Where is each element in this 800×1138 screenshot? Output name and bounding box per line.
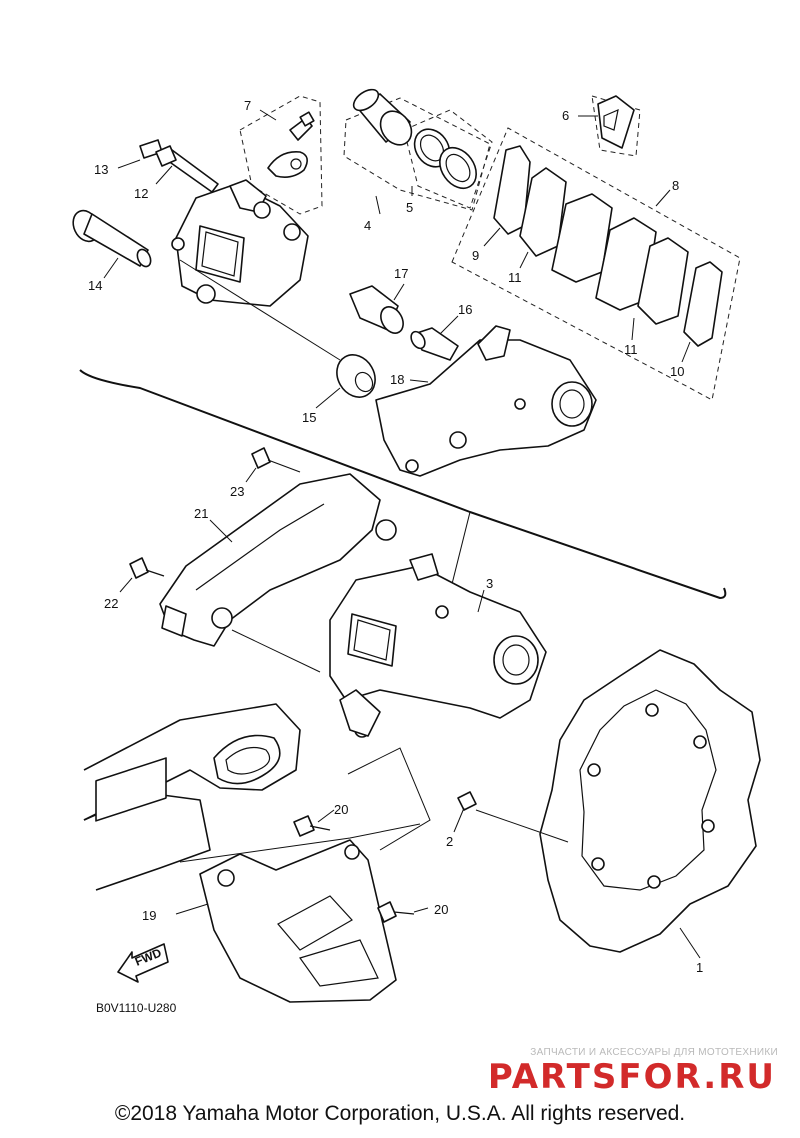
- callout-20b: 20: [434, 902, 448, 917]
- callout-22: 22: [104, 596, 118, 611]
- callout-5: 5: [406, 200, 413, 215]
- bleed-screw-set: [267, 111, 315, 178]
- callout-3: 3: [486, 576, 493, 591]
- diagram-code: B0V1110-U280: [96, 1001, 177, 1015]
- assembly-bracket: [79, 369, 727, 599]
- pad-spring: [597, 95, 635, 149]
- callout-1: 1: [696, 960, 703, 975]
- caliper-bracket-upper: [375, 325, 597, 477]
- callout-23: 23: [230, 484, 244, 499]
- callout-11b: 11: [624, 342, 638, 357]
- callout-13: 13: [94, 162, 108, 177]
- callout-8: 8: [672, 178, 679, 193]
- caliper-body-upper: [171, 179, 341, 361]
- callout-20a: 20: [334, 802, 348, 817]
- callout-leaders: [103, 109, 701, 959]
- caliper-bolt: [72, 209, 152, 268]
- pistons-and-seals: [352, 88, 477, 190]
- callout-7: 7: [244, 98, 251, 113]
- bushings-and-bolt: [336, 285, 459, 398]
- swingarm: [83, 703, 431, 891]
- callout-6: 6: [562, 108, 569, 123]
- callout-15: 15: [302, 410, 316, 425]
- bolts: [129, 447, 477, 923]
- group-box-4: [343, 97, 491, 211]
- callout-21: 21: [194, 506, 208, 521]
- callout-17: 17: [394, 266, 408, 281]
- callout-4: 4: [364, 218, 371, 233]
- callout-10: 10: [670, 364, 684, 379]
- group-box-5: [403, 109, 493, 209]
- copyright-notice: ©2018 Yamaha Motor Corporation, U.S.A. A…: [114, 1102, 686, 1125]
- callout-11a: 11: [508, 270, 522, 285]
- brake-disc: [475, 649, 761, 953]
- disc-guard: [179, 823, 421, 1003]
- caliper-assembly: [231, 553, 547, 738]
- watermark: ЗАПЧАСТИ И АКСЕССУАРЫ ДЛЯ МОТОТЕХНИКИ PA…: [488, 1047, 778, 1097]
- callout-16: 16: [458, 302, 472, 317]
- callout-9: 9: [472, 248, 479, 263]
- callout-19: 19: [142, 908, 156, 923]
- callout-14: 14: [88, 278, 102, 293]
- watermark-brand: PARTSFOR.RU: [488, 1057, 776, 1097]
- fwd-arrow-icon: FWD: [117, 943, 169, 983]
- torque-arm: [159, 473, 397, 647]
- callout-12: 12: [134, 186, 148, 201]
- callout-18: 18: [390, 372, 404, 387]
- callout-2: 2: [446, 834, 453, 849]
- callout-labels: 1 2 3 4 5 6 7 8 9 10 11 11 12 13 14 15 1…: [88, 98, 703, 975]
- watermark-tagline: ЗАПЧАСТИ И АКСЕССУАРЫ ДЛЯ МОТОТЕХНИКИ: [530, 1047, 778, 1058]
- group-box-8: [451, 127, 741, 401]
- pad-pin-and-plug: [139, 139, 219, 193]
- brake-pads: [493, 145, 723, 347]
